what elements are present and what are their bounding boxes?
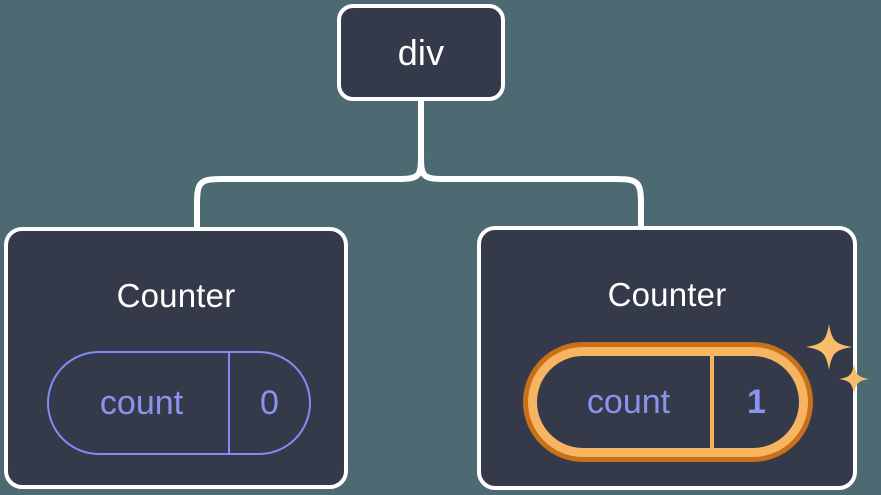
state-value-label: 1 [747, 383, 766, 421]
state-key-label: count [537, 356, 714, 448]
sparkle-large-icon [806, 324, 852, 370]
state-pill-count-left[interactable]: count 0 [47, 351, 311, 455]
state-value-label: 0 [260, 384, 279, 422]
state-pill-count-right-highlighted[interactable]: count 1 [523, 342, 813, 462]
node-counter-left-label: Counter [116, 277, 236, 314]
node-counter-left[interactable]: Counter count 0 [4, 227, 348, 489]
state-key-label: count [49, 353, 230, 453]
sparkles-group [806, 324, 869, 394]
highlight-ring-inner: count 1 [528, 347, 808, 457]
node-counter-right[interactable]: Counter count 1 [477, 226, 869, 490]
sparkle-small-icon [839, 364, 869, 394]
node-div[interactable]: div [337, 4, 505, 101]
node-counter-right-label: Counter [607, 276, 727, 313]
node-div-label: div [397, 31, 445, 73]
